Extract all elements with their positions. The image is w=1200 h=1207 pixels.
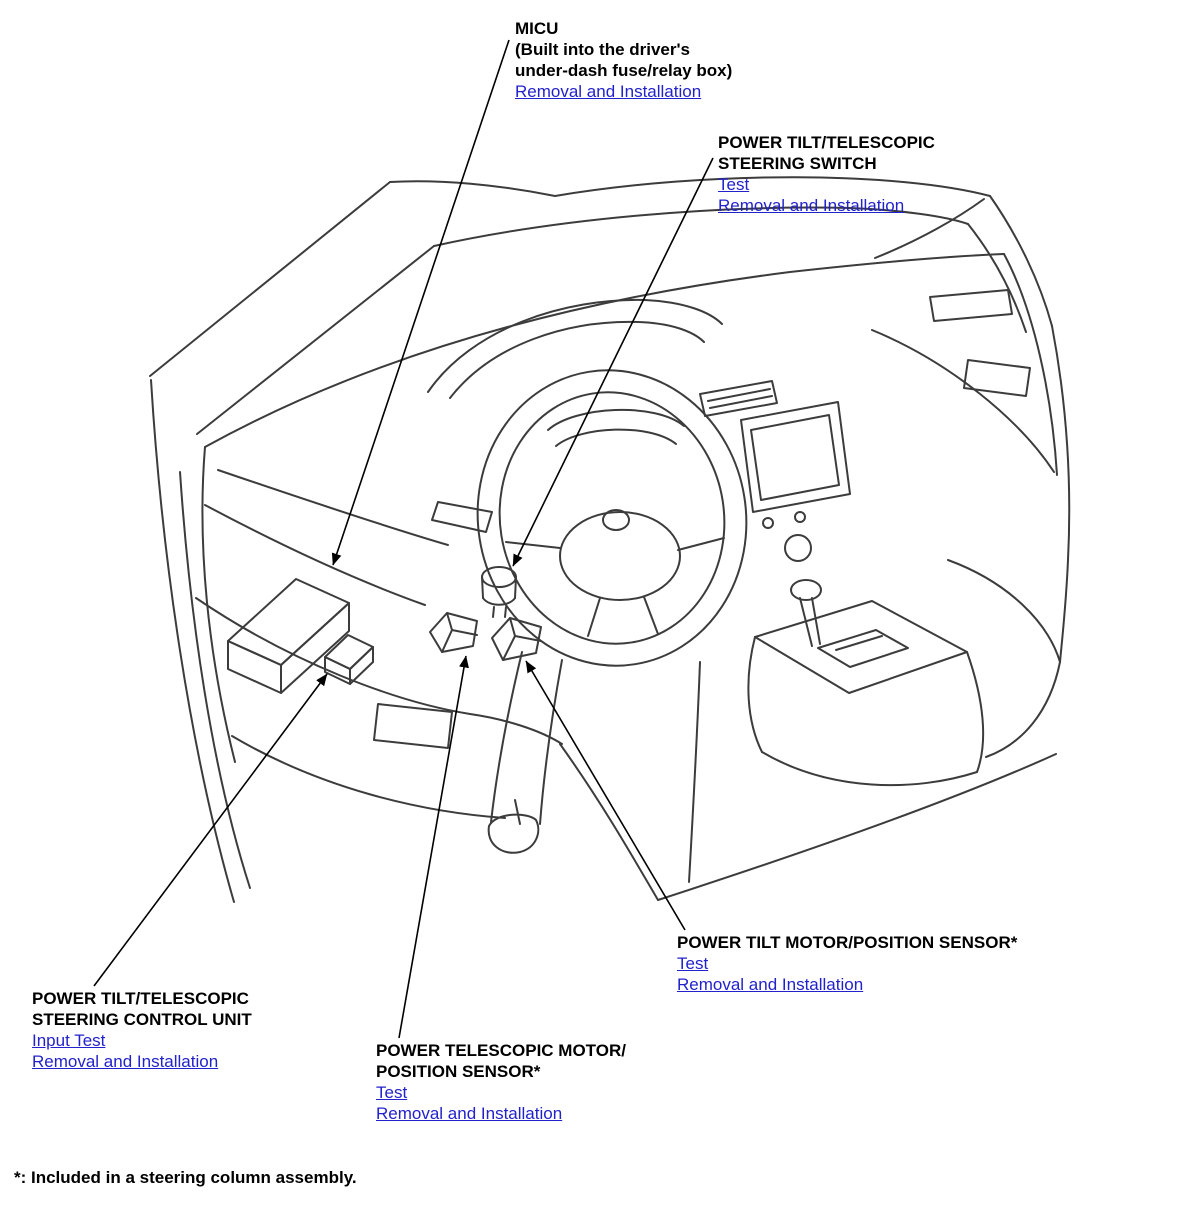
callout-micu-title-line: (Built into the driver's xyxy=(515,40,690,59)
telescopic-motor-sensor xyxy=(429,612,478,653)
steering-wheel xyxy=(431,369,748,667)
footnote: *: Included in a steering column assembl… xyxy=(14,1168,357,1187)
passenger-dashboard xyxy=(871,289,1071,663)
callout-tilt-motor-title-line: POWER TILT MOTOR/POSITION SENSOR* xyxy=(677,933,1018,952)
leader-line-steering-switch xyxy=(512,157,714,567)
tilt-telescopic-switch-knob xyxy=(481,566,517,618)
floor-lines xyxy=(559,743,1057,901)
callout-micu-title-line: under-dash fuse/relay box) xyxy=(515,61,733,80)
instrument-cluster-visor xyxy=(427,298,723,399)
dashboard xyxy=(195,253,1058,819)
callout-steering-switch-title-line: STEERING SWITCH xyxy=(718,154,877,173)
tilt-motor-sensor xyxy=(491,617,542,661)
link-telescopic-motor-removal-installation[interactable]: Removal and Installation xyxy=(376,1104,563,1123)
leader-line-telescopic-motor xyxy=(398,655,469,1039)
windshield-and-pillars xyxy=(149,176,1053,435)
callout-telescopic-motor: POWER TELESCOPIC MOTOR/ POSITION SENSOR*… xyxy=(376,1040,626,1124)
link-tilt-motor-removal-installation[interactable]: Removal and Installation xyxy=(677,975,864,994)
left-door-edge xyxy=(150,379,251,903)
callout-control-unit-title-line: STEERING CONTROL UNIT xyxy=(32,1010,252,1029)
fuse-relay-box xyxy=(227,578,350,694)
callout-steering-switch: POWER TILT/TELESCOPIC STEERING SWITCH Te… xyxy=(718,132,935,216)
callout-micu-title-line: MICU xyxy=(515,19,559,38)
callout-steering-switch-title-line: POWER TILT/TELESCOPIC xyxy=(718,133,935,152)
callout-telescopic-motor-title-line: POSITION SENSOR* xyxy=(376,1062,541,1081)
callout-telescopic-motor-title-line: POWER TELESCOPIC MOTOR/ xyxy=(376,1041,626,1060)
center-console xyxy=(688,559,1061,883)
link-telescopic-motor-test[interactable]: Test xyxy=(376,1083,408,1102)
leader-line-micu xyxy=(331,39,510,566)
link-tilt-motor-test[interactable]: Test xyxy=(677,954,709,973)
center-stack-display xyxy=(699,380,851,562)
callout-tilt-motor: POWER TILT MOTOR/POSITION SENSOR* Test R… xyxy=(677,932,1017,995)
leader-line-tilt-motor xyxy=(525,660,686,931)
control-unit-box xyxy=(324,634,374,685)
callout-control-unit-title-line: POWER TILT/TELESCOPIC xyxy=(32,989,249,1008)
leader-line-control-unit xyxy=(93,673,328,987)
link-control-unit-input-test[interactable]: Input Test xyxy=(32,1031,106,1050)
steering-column xyxy=(487,651,563,854)
link-micu-removal-installation[interactable]: Removal and Installation xyxy=(515,82,702,101)
link-steering-switch-test[interactable]: Test xyxy=(718,175,750,194)
callout-control-unit: POWER TILT/TELESCOPIC STEERING CONTROL U… xyxy=(32,988,252,1072)
callout-micu: MICU (Built into the driver's under-dash… xyxy=(515,18,732,102)
link-control-unit-removal-installation[interactable]: Removal and Installation xyxy=(32,1052,219,1071)
link-steering-switch-removal-installation[interactable]: Removal and Installation xyxy=(718,196,905,215)
